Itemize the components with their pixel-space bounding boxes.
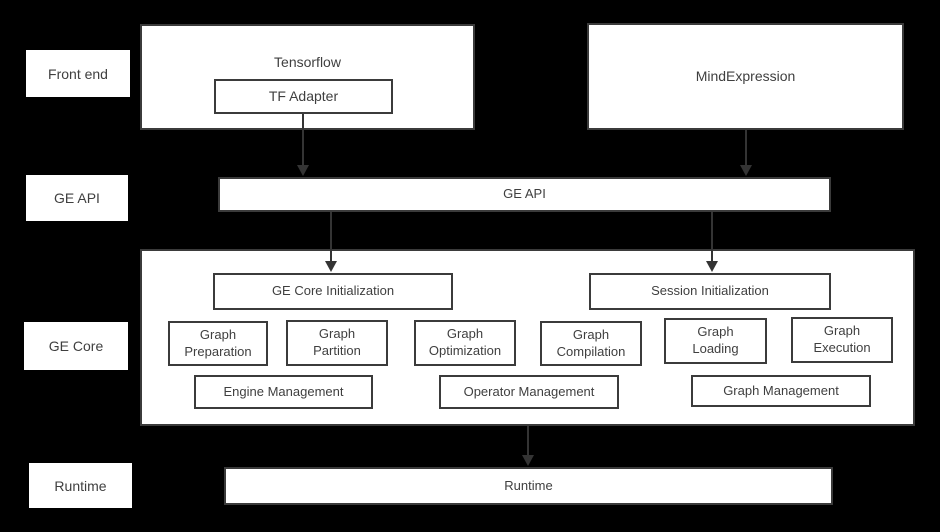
arrow-line [527, 426, 529, 456]
graph-management-box: Graph Management [691, 375, 871, 407]
arrow-ge-api-to-session-initialization [706, 212, 718, 272]
arrow-head [706, 261, 718, 272]
graph-loading-box: Graph Loading [664, 318, 767, 364]
layer-label-runtime: Runtime [29, 463, 132, 508]
layer-label-ge-api: GE API [26, 175, 128, 221]
ge-core-initialization-box: GE Core Initialization [213, 273, 453, 310]
session-initialization-box: Session Initialization [589, 273, 831, 310]
arrow-line [745, 130, 747, 166]
arrow-line [711, 212, 713, 262]
graph-partition-box: Graph Partition [286, 320, 388, 366]
graph-execution-box: Graph Execution [791, 317, 893, 363]
tensorflow-label: Tensorflow [274, 54, 341, 70]
runtime-bar: Runtime [224, 467, 833, 505]
graph-optimization-box: Graph Optimization [414, 320, 516, 366]
arrow-ge-core-to-runtime [522, 426, 534, 466]
arrow-line [302, 114, 304, 166]
arrow-line [330, 212, 332, 262]
arrow-tf-adapter-to-ge-api [297, 114, 309, 176]
arrow-head [522, 455, 534, 466]
mindexpression-box: MindExpression [587, 23, 904, 130]
ge-core-box: GE Core Initialization Session Initializ… [140, 249, 915, 426]
arrow-head [740, 165, 752, 176]
engine-management-box: Engine Management [194, 375, 373, 409]
arrow-mindexpression-to-ge-api [740, 130, 752, 176]
operator-management-box: Operator Management [439, 375, 619, 409]
arrow-head [297, 165, 309, 176]
tensorflow-box: Tensorflow TF Adapter [140, 24, 475, 130]
layer-label-ge-core: GE Core [24, 322, 128, 370]
graph-compilation-box: Graph Compilation [540, 321, 642, 366]
ge-api-bar: GE API [218, 177, 831, 212]
arrow-ge-api-to-ge-core-initialization [325, 212, 337, 272]
layer-label-front-end: Front end [26, 50, 130, 97]
graph-preparation-box: Graph Preparation [168, 321, 268, 366]
tf-adapter-box: TF Adapter [214, 79, 393, 114]
arrow-head [325, 261, 337, 272]
